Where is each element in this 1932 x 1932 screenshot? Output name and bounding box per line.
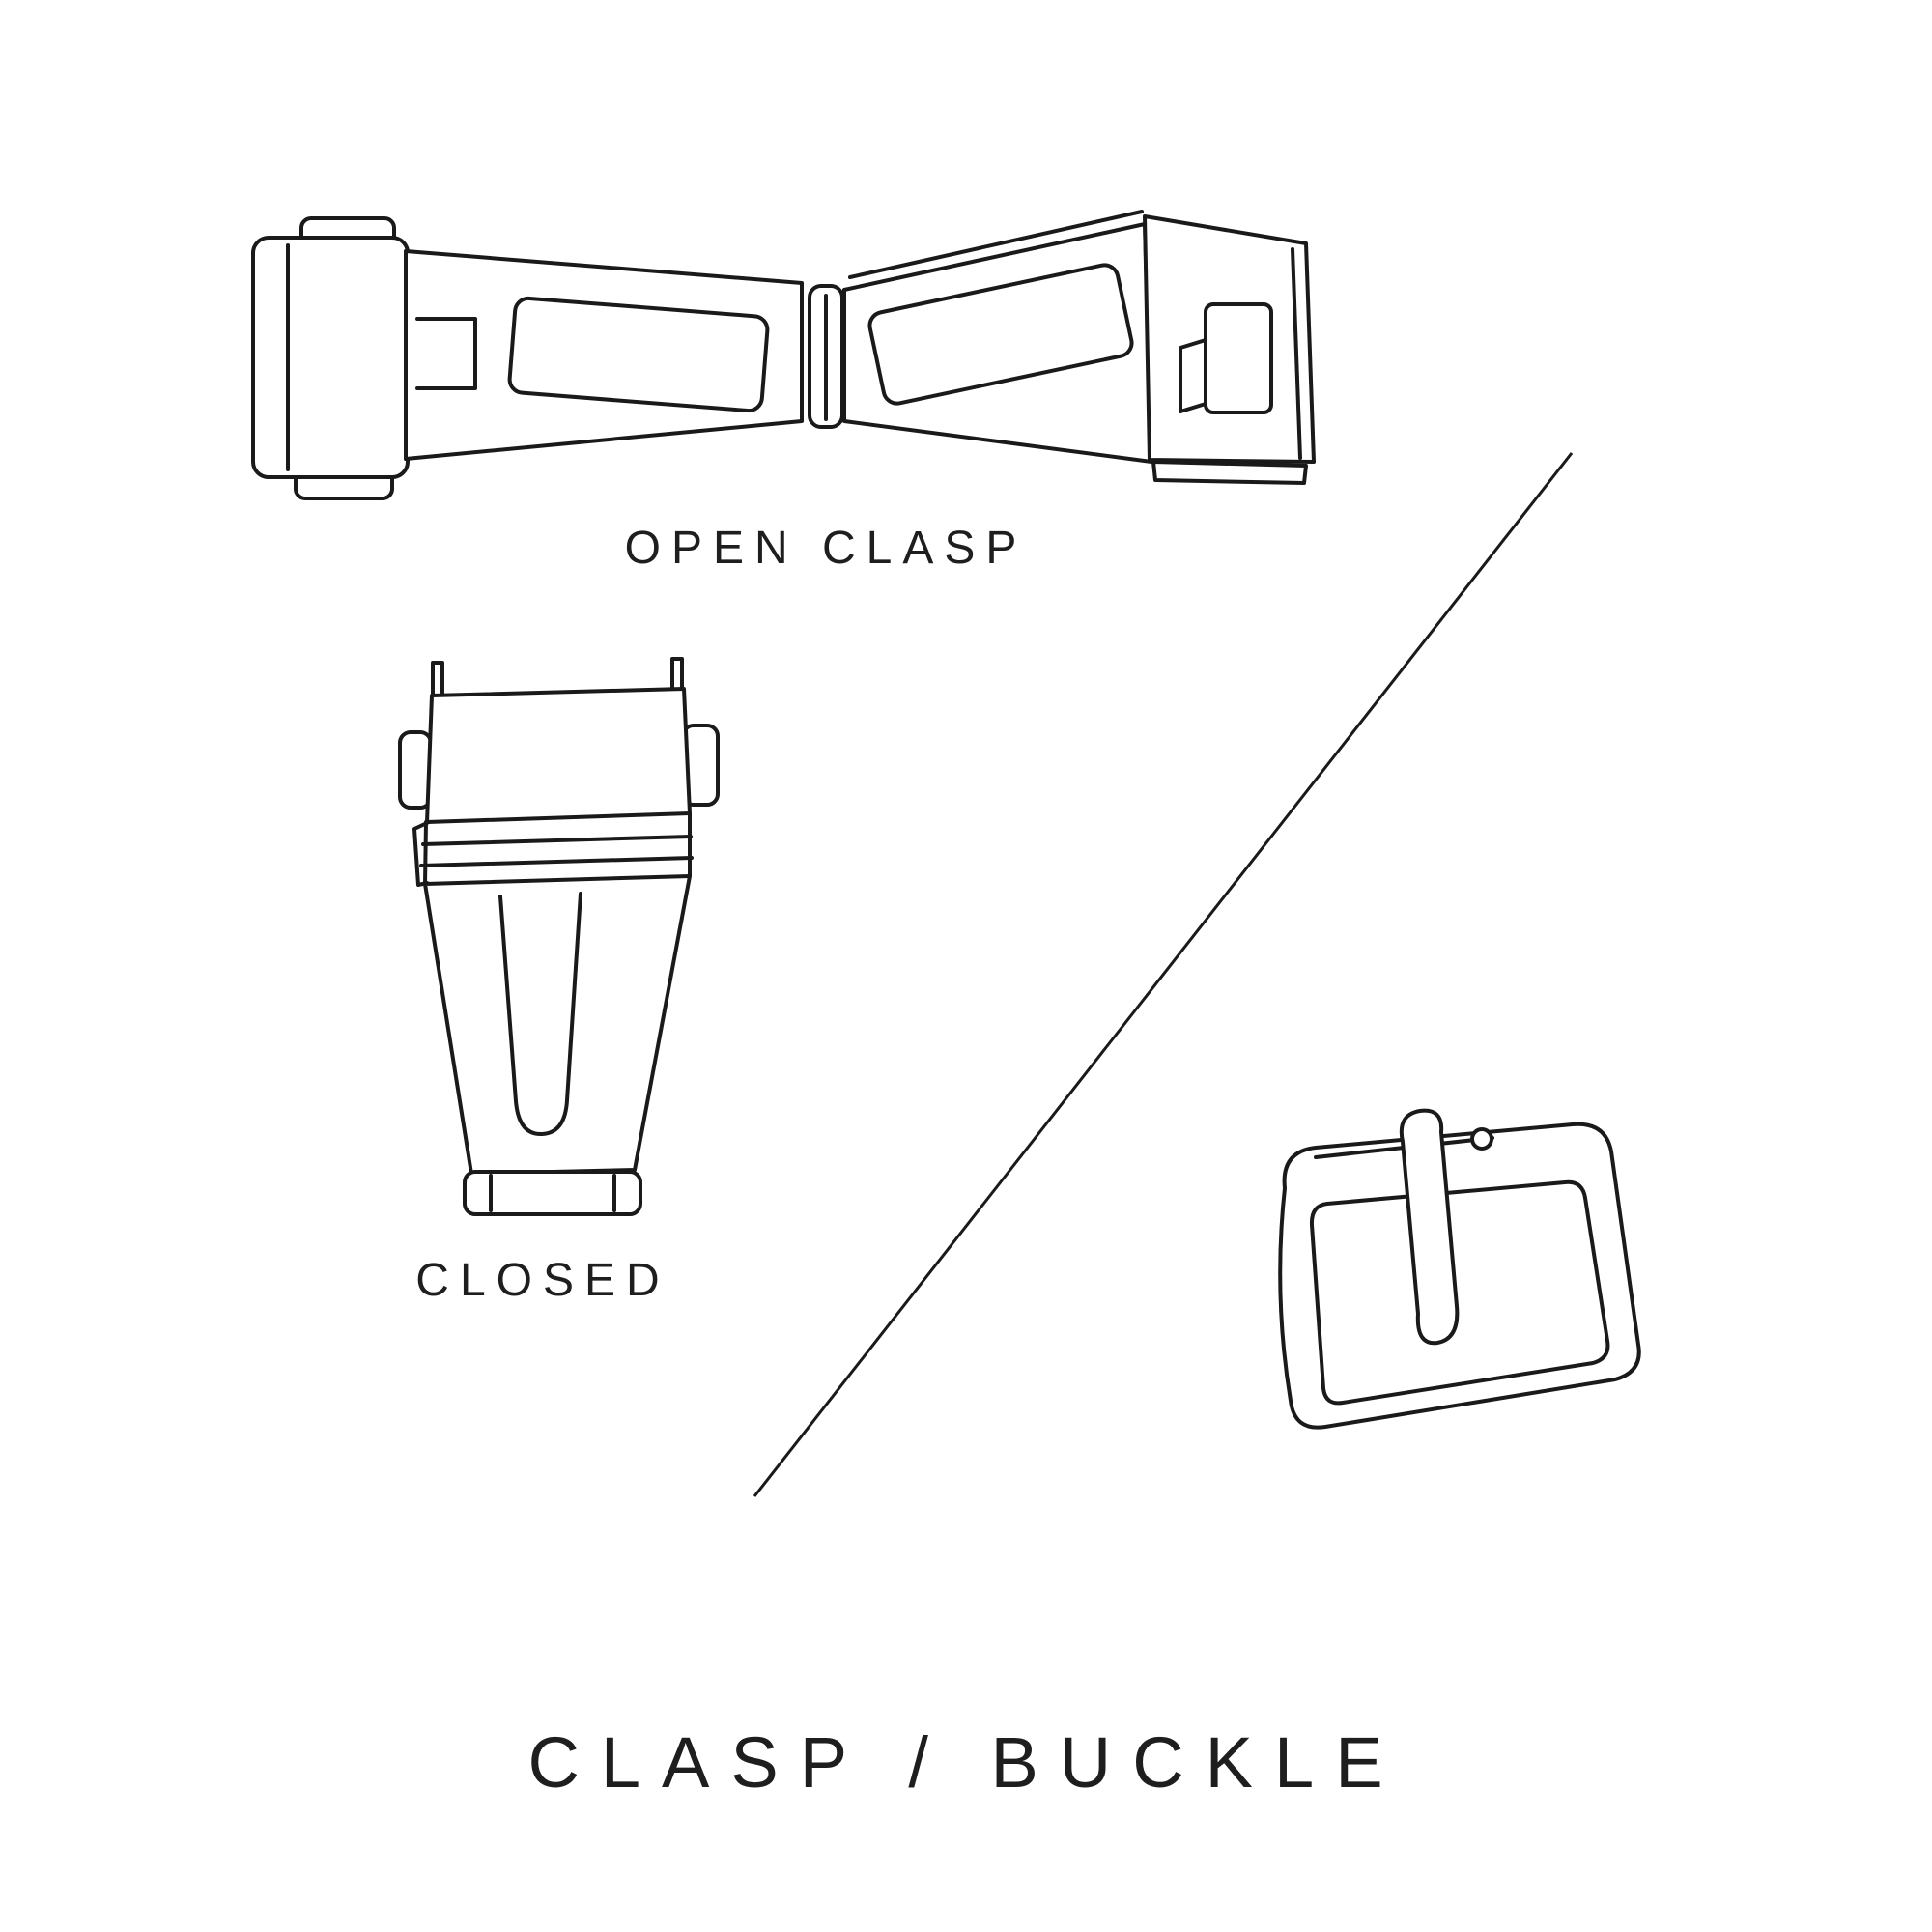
clasp-end-cap xyxy=(1143,214,1316,464)
clasp-left-blade xyxy=(404,249,804,461)
clasp-right-blade xyxy=(842,222,1153,464)
buckle-pin-head xyxy=(1470,1127,1493,1151)
page-title: CLASP / BUCKLE xyxy=(527,1722,1405,1803)
closed-clasp-drawing xyxy=(398,657,720,1216)
open-clasp-drawing xyxy=(251,210,1316,500)
closed-clasp-top-box xyxy=(425,687,692,824)
open-clasp-label: OPEN CLASP xyxy=(624,523,1028,574)
divider-line xyxy=(753,452,1574,1497)
closed-clasp-label: CLOSED xyxy=(415,1255,670,1306)
closed-clasp-body xyxy=(423,874,692,1176)
buckle-drawing xyxy=(1278,1108,1641,1430)
buckle-frame-outer xyxy=(1278,1122,1641,1430)
closed-clasp-bottom-cap xyxy=(463,1170,642,1216)
clasp-endlink xyxy=(251,236,410,479)
buckle-frame-inner xyxy=(1309,1179,1610,1406)
buckle-tang xyxy=(1399,1108,1460,1346)
